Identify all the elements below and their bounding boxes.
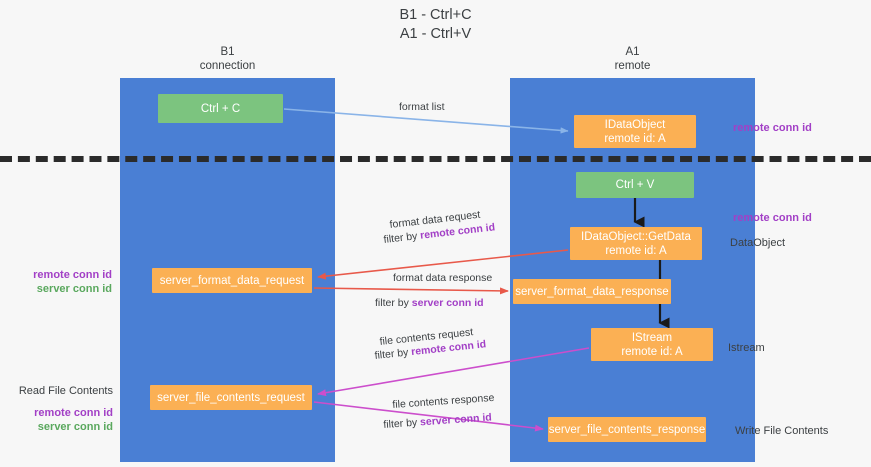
lane-header-b1-sublabel: connection — [199, 59, 256, 72]
lane-header-a1-sublabel: remote — [614, 59, 651, 72]
edge-label-format-data-response-filter: filter by server conn id — [375, 297, 484, 310]
side-label-left-bottom-server: server conn id — [37, 421, 113, 433]
edge-label-format-list-text: format list — [399, 101, 445, 113]
filter-prefix: filter by — [375, 297, 412, 309]
side-label-left-bottom-remote: remote conn id — [34, 407, 113, 419]
node-server-format-data-response-label: server_format_data_response — [515, 285, 669, 298]
node-server-format-data-request[interactable]: server_format_data_request — [152, 268, 312, 293]
side-label-left-mid-server: server conn id — [36, 283, 112, 295]
connector-format-list — [283, 108, 569, 134]
node-idataobject-getdata[interactable]: IDataObject::GetData remote id: A — [570, 227, 702, 260]
node-ctrl-v-label: Ctrl + V — [615, 179, 655, 191]
connector-file-contents-response — [313, 401, 544, 432]
side-label-dataobject: DataObject — [730, 237, 786, 249]
node-server-file-contents-request[interactable]: server_file_contents_request — [150, 385, 312, 410]
connector-format-data-response — [313, 287, 509, 295]
phase-divider — [0, 156, 871, 162]
side-label-istream: Istream — [728, 342, 765, 354]
filter-prefix: filter by — [374, 346, 412, 362]
node-idataobject-label: IDataObject — [604, 118, 666, 131]
node-server-format-data-request-label: server_format_data_request — [159, 274, 305, 287]
lane-header-a1: A1 remote — [510, 46, 755, 73]
node-idataobject-sublabel: remote id: A — [604, 132, 666, 145]
side-label-remote-conn-id-top: remote conn id — [733, 122, 812, 134]
node-ctrl-c-label: Ctrl + C — [200, 102, 241, 115]
side-label-write-file-contents: Write File Contents — [735, 425, 829, 437]
node-istream-label: IStream — [631, 331, 673, 344]
lane-header-b1: B1 connection — [120, 46, 335, 73]
node-istream-sublabel: remote id: A — [621, 345, 683, 358]
page-title: B1 - Ctrl+C A1 - Ctrl+V — [0, 6, 871, 44]
node-ctrl-v[interactable]: Ctrl + V — [576, 172, 694, 198]
title-line-1: B1 - Ctrl+C — [399, 7, 472, 23]
node-istream[interactable]: IStream remote id: A — [591, 328, 713, 361]
lane-header-a1-name: A1 — [625, 46, 640, 58]
side-label-group-bottom-left: Read File Contents remote conn id server… — [18, 384, 113, 434]
title-line-2: A1 - Ctrl+V — [399, 26, 472, 42]
connector-format-data-request — [317, 249, 569, 280]
side-label-read-file-contents: Read File Contents — [18, 385, 113, 397]
side-label-left-mid-remote: remote conn id — [33, 269, 112, 281]
edge-label-format-data-response: format data response — [393, 272, 492, 285]
node-ctrl-c[interactable]: Ctrl + C — [158, 94, 283, 123]
side-label-group-mid-left: remote conn id server conn id — [22, 268, 112, 296]
connector-file-contents-request — [317, 347, 590, 397]
node-getdata-label: IDataObject::GetData — [581, 230, 691, 243]
node-server-format-data-response[interactable]: server_format_data_response — [513, 279, 671, 304]
side-label-remote-conn-id-mid: remote conn id — [733, 212, 812, 224]
node-getdata-sublabel: remote id: A — [605, 244, 667, 257]
node-server-file-contents-response-label: server_file_contents_response — [548, 423, 706, 436]
node-server-file-contents-response[interactable]: server_file_contents_response — [548, 417, 706, 442]
edge-label-format-list: format list — [399, 101, 445, 114]
lane-header-b1-name: B1 — [220, 46, 235, 58]
filter-prefix: filter by — [383, 416, 421, 431]
node-idataobject[interactable]: IDataObject remote id: A — [574, 115, 696, 148]
node-server-file-contents-request-label: server_file_contents_request — [157, 391, 305, 404]
edge-label-format-data-response-text: format data response — [393, 272, 493, 284]
filter-key-server-conn-id: server conn id — [411, 297, 484, 309]
